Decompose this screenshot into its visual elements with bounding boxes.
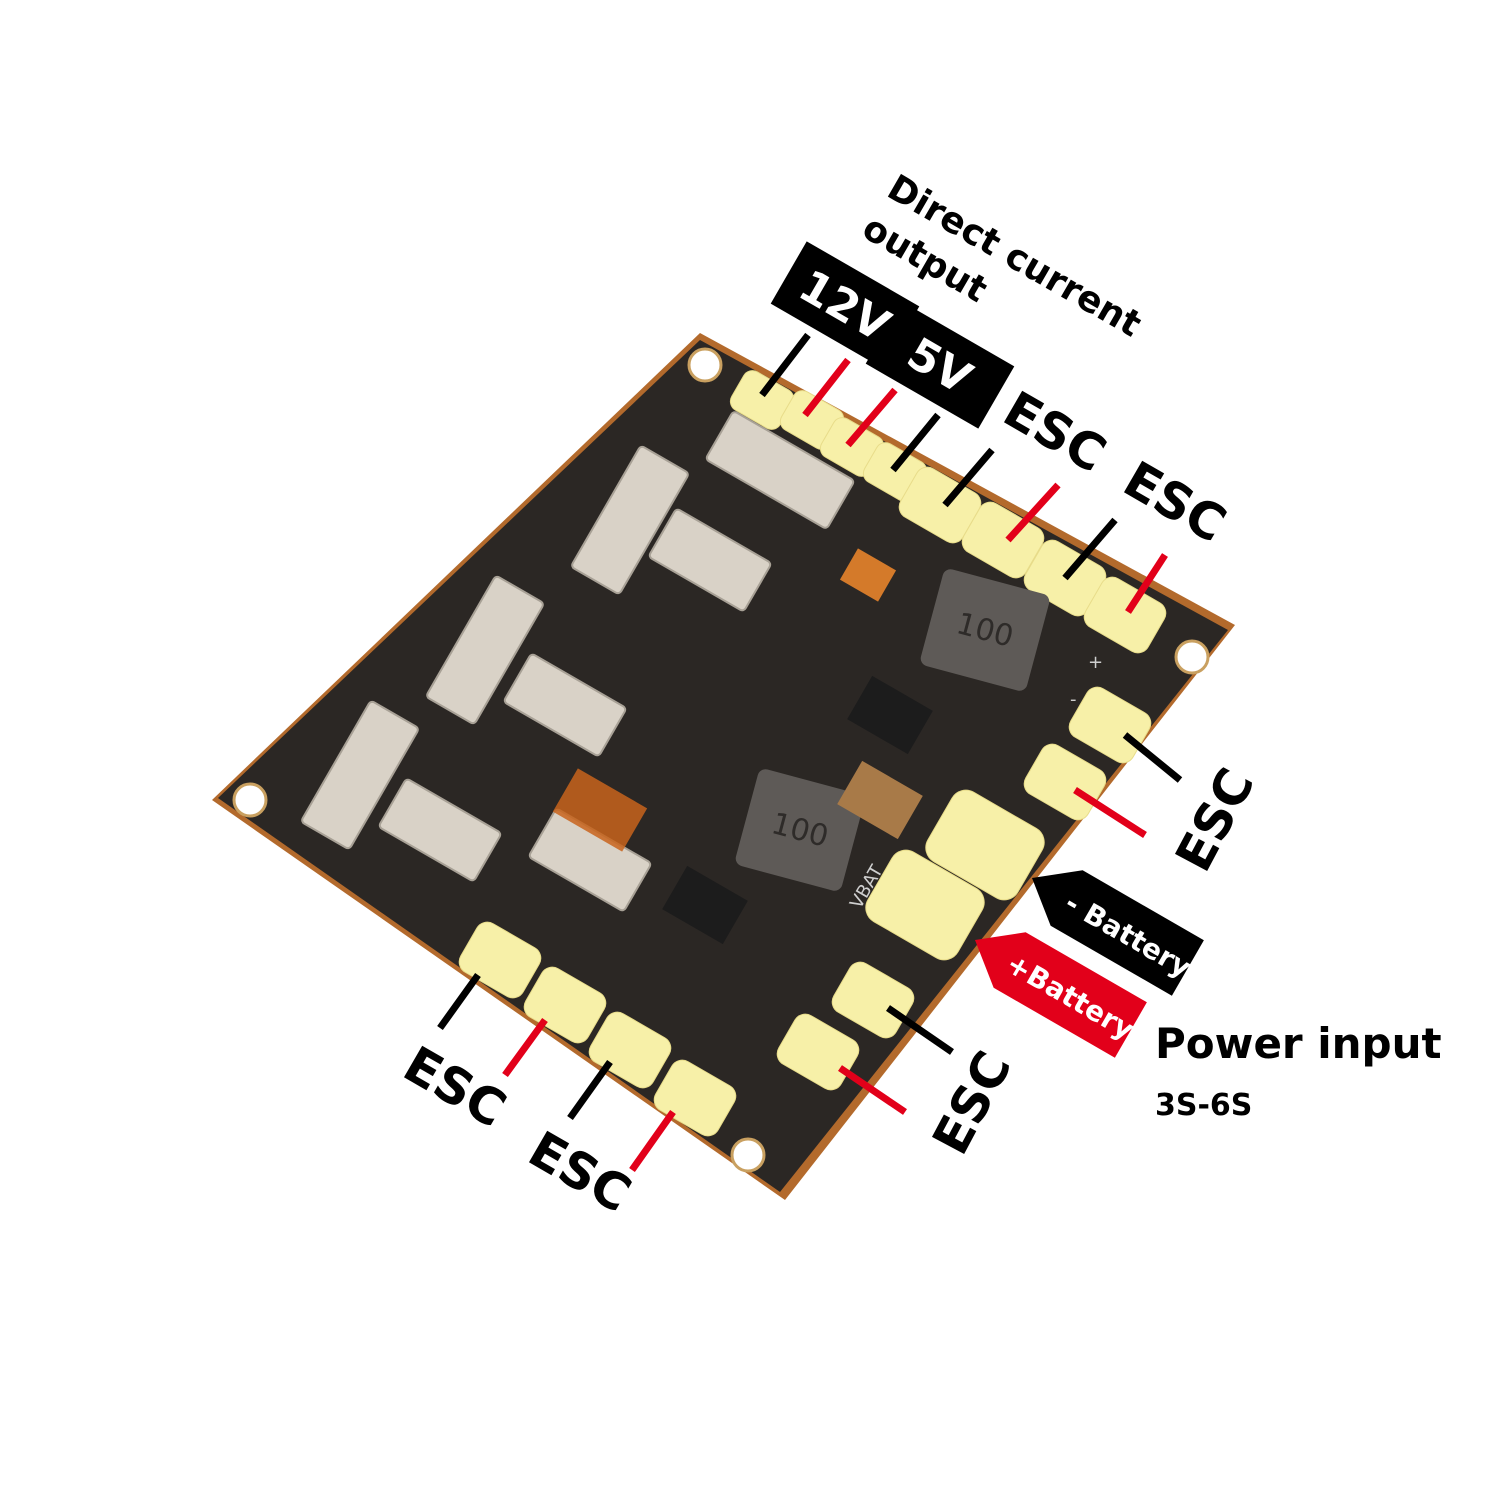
mount-hole <box>730 1137 766 1173</box>
esc-label: ESC <box>921 1042 1022 1164</box>
connectors <box>301 411 897 912</box>
inductor: 100 <box>920 569 1050 691</box>
positive-battery-pad <box>865 849 985 961</box>
leader-lines <box>437 332 1183 1173</box>
ic-chip <box>847 675 933 755</box>
negative-battery-pad <box>925 789 1045 901</box>
minus-silkscreen: - <box>1070 689 1077 710</box>
mount-hole <box>687 347 723 383</box>
mount-hole <box>232 782 268 818</box>
power-input-range: 3S-6S <box>1155 1088 1252 1123</box>
esc-label: ESC <box>394 1035 516 1139</box>
ic-chip <box>662 865 748 945</box>
inductor: 100 <box>735 769 865 891</box>
power-input-title: Power input <box>1155 1019 1442 1068</box>
esc-label: ESC <box>519 1120 641 1224</box>
mount-hole <box>1174 639 1210 675</box>
plus-silkscreen: + <box>1088 652 1103 673</box>
capacitor <box>837 760 923 840</box>
esc-label: ESC <box>994 380 1116 484</box>
right-pads <box>776 686 1152 1091</box>
esc-label: ESC <box>1114 450 1236 554</box>
